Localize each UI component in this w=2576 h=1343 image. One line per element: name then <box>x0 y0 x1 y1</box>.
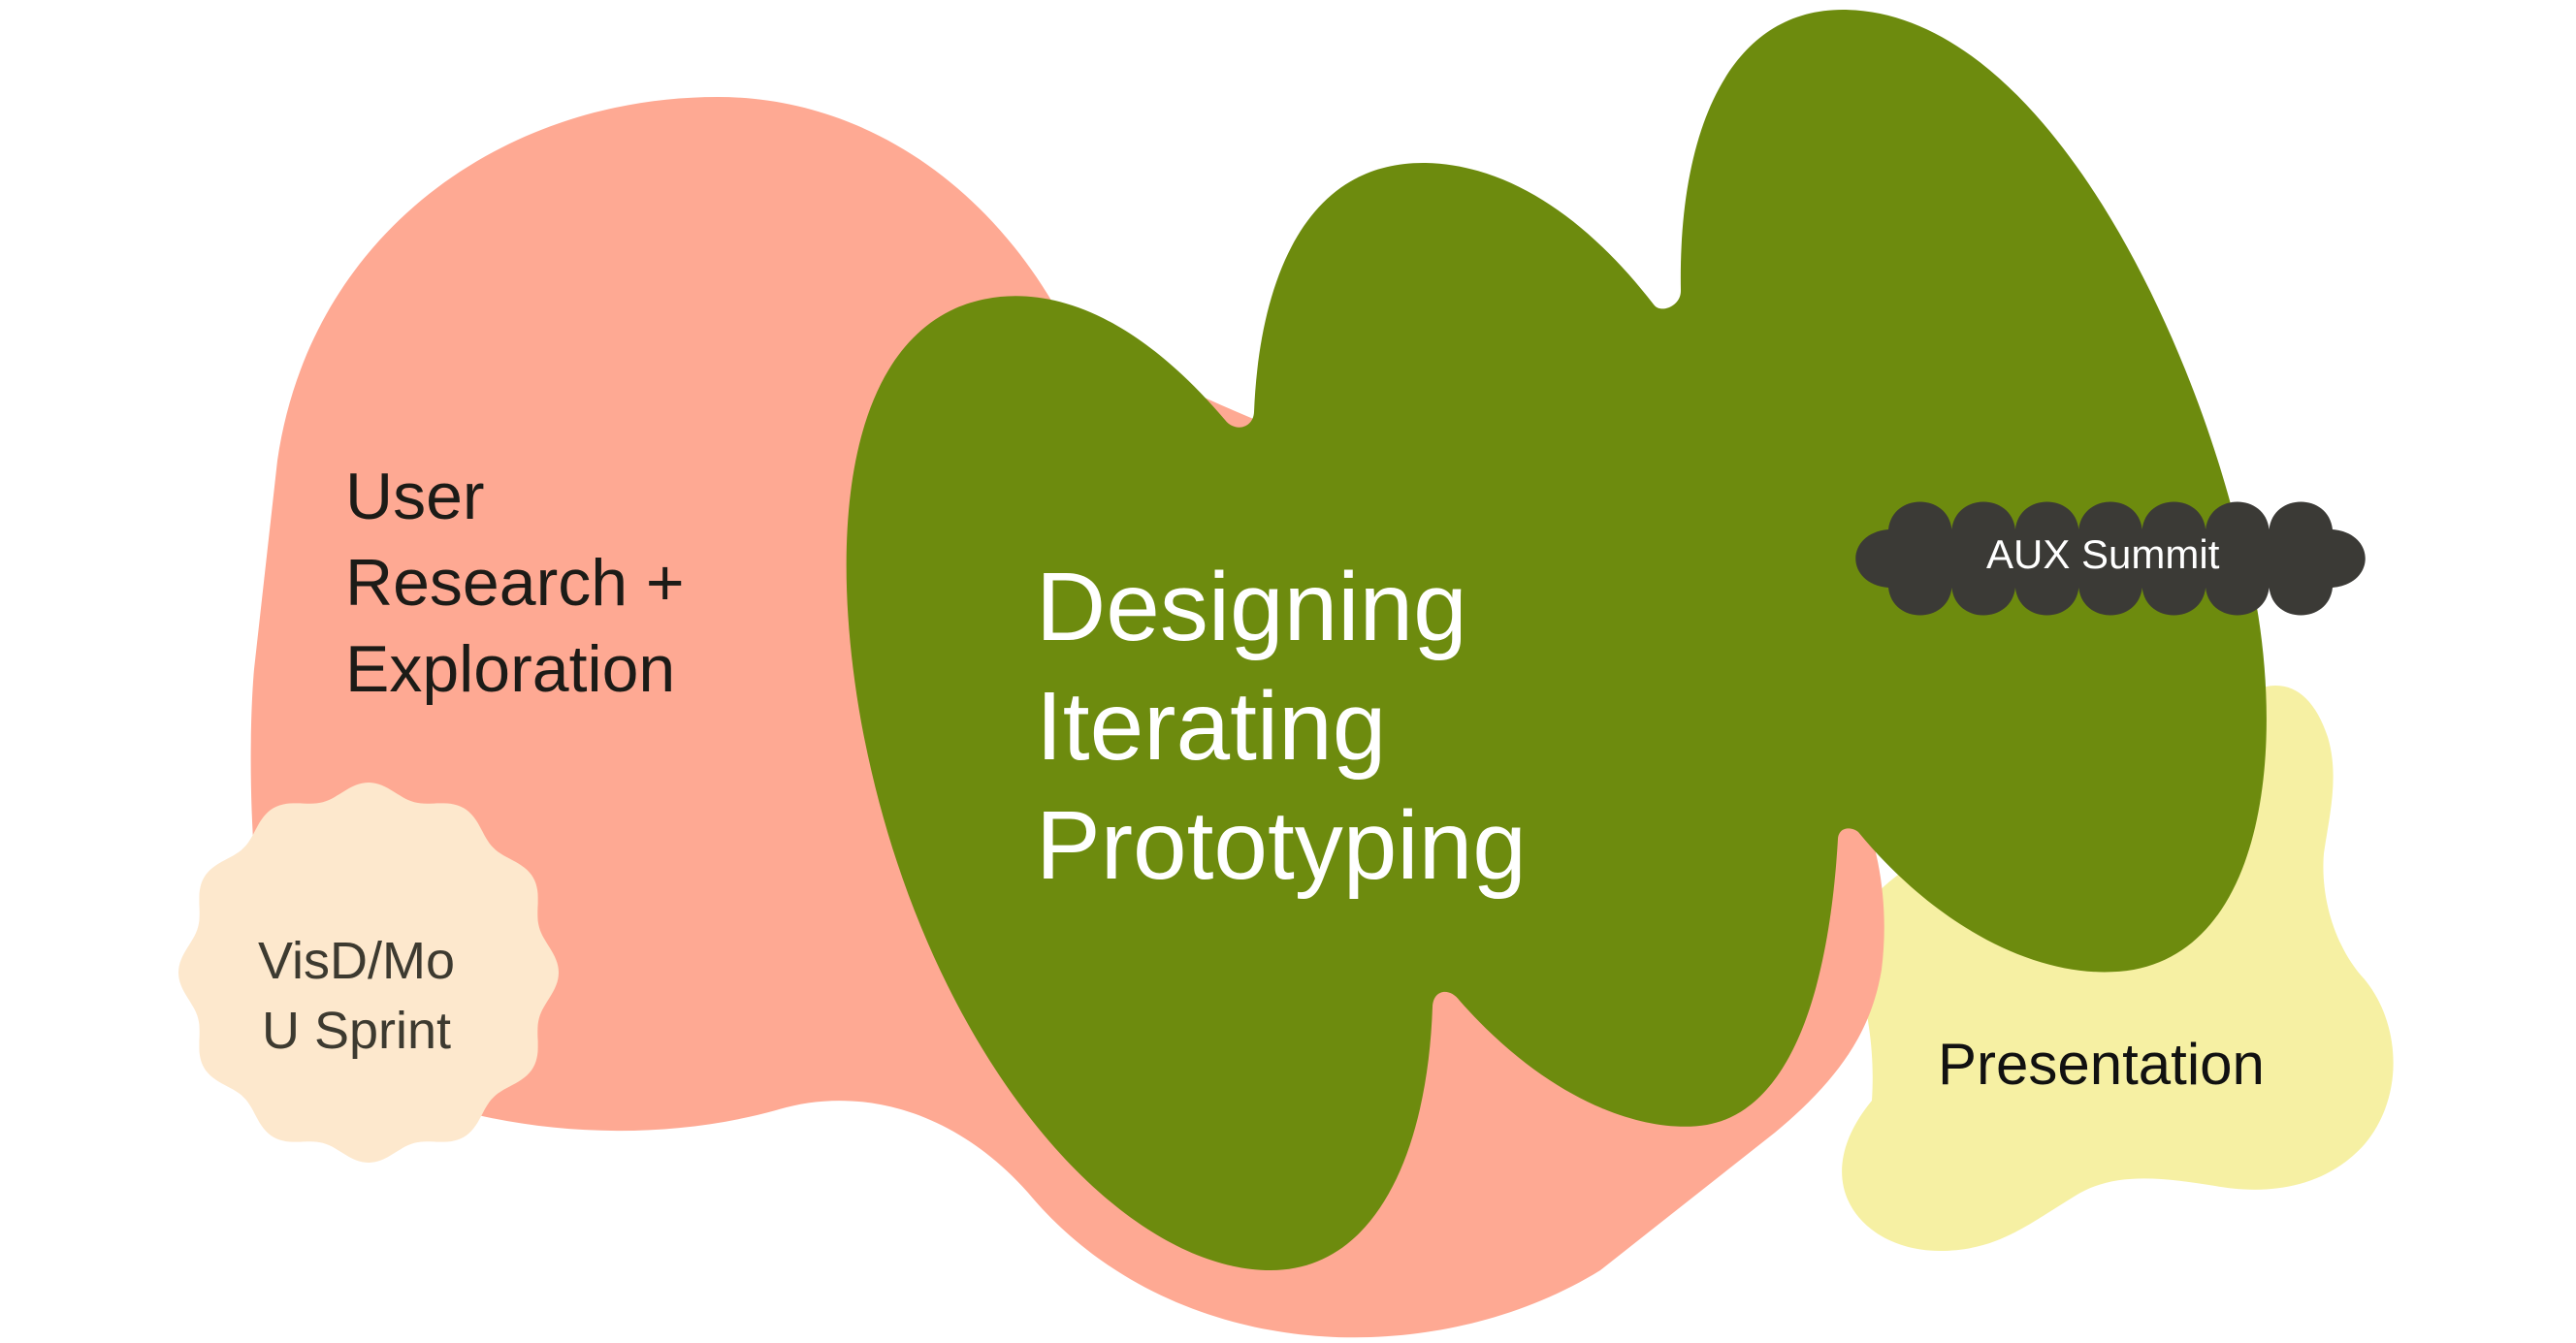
sprint-badge <box>178 783 559 1163</box>
research-label: User Research + Exploration <box>345 454 685 713</box>
summit-label: AUX Summit <box>1986 531 2220 577</box>
sprint-line-1: VisD/Mo <box>258 932 456 990</box>
design-line-1: Designing <box>1036 553 1467 661</box>
sprint-line-2: U Sprint <box>261 1002 452 1060</box>
presentation-label: Presentation <box>1938 1032 2265 1097</box>
design-line-2: Iterating <box>1036 672 1387 781</box>
design-blob <box>846 10 2267 1270</box>
design-line-3: Prototyping <box>1036 791 1527 900</box>
research-line-3: Exploration <box>345 632 676 706</box>
summit-pill <box>1855 501 2366 616</box>
sprint-label: VisD/Mo U Sprint <box>258 926 455 1066</box>
design-label: Designing Iterating Prototyping <box>1036 548 1527 906</box>
research-line-1: User <box>345 460 485 533</box>
research-line-2: Research + <box>345 546 685 620</box>
